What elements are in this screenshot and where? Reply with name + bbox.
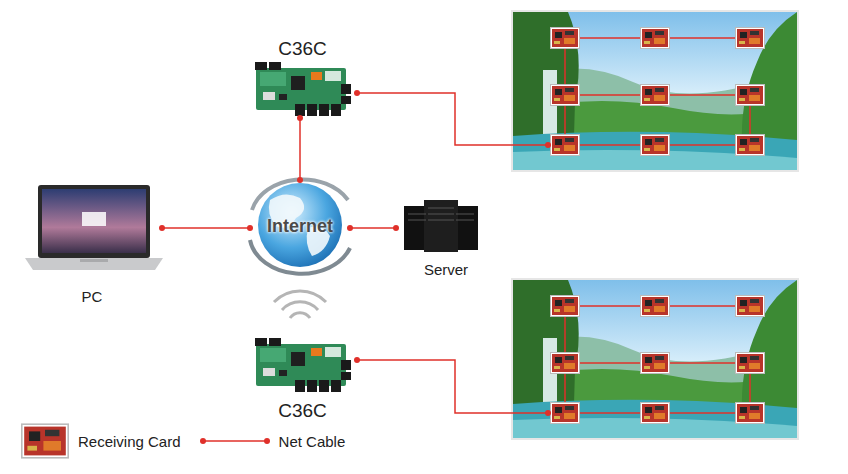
controller-card <box>255 338 351 392</box>
legend: Receiving Card Net Cable <box>20 422 363 460</box>
cable-dot <box>354 90 551 416</box>
net-cable <box>347 225 399 231</box>
led-screen <box>511 278 799 440</box>
laptop-icon <box>25 185 163 270</box>
receiving-card-sample <box>20 422 70 460</box>
legend-label: Net Cable <box>279 433 346 450</box>
wifi-symbol <box>274 291 326 318</box>
node-label: Internet <box>267 216 333 237</box>
node-label: C36C <box>278 400 327 422</box>
led-screen <box>511 10 799 172</box>
node-label: Server <box>424 261 468 278</box>
pc-box: PC <box>22 183 162 305</box>
net-cable-sample <box>199 435 271 447</box>
cable-dot <box>297 177 303 183</box>
internet-box: Internet <box>250 180 350 272</box>
net-cable <box>355 93 550 413</box>
controller-card-box: C36C <box>250 38 355 118</box>
server-box: Server <box>396 198 496 278</box>
legend-entry: Net Cable <box>199 433 346 450</box>
net-cable <box>297 115 303 183</box>
cable-dot <box>297 115 303 121</box>
controller-card-box: C36C <box>250 338 355 422</box>
cable-dot <box>393 225 399 231</box>
server-icon <box>404 200 478 252</box>
cable-dot <box>159 225 165 231</box>
node-label: C36C <box>278 38 327 60</box>
node-label: PC <box>82 288 103 305</box>
cable-dot <box>247 225 253 231</box>
internet-globe <box>250 179 350 273</box>
legend-entry: Receiving Card <box>20 422 181 460</box>
controller-card <box>255 62 351 116</box>
legend-label: Receiving Card <box>78 433 181 450</box>
cable-dot <box>347 225 353 231</box>
net-cable <box>159 225 253 231</box>
